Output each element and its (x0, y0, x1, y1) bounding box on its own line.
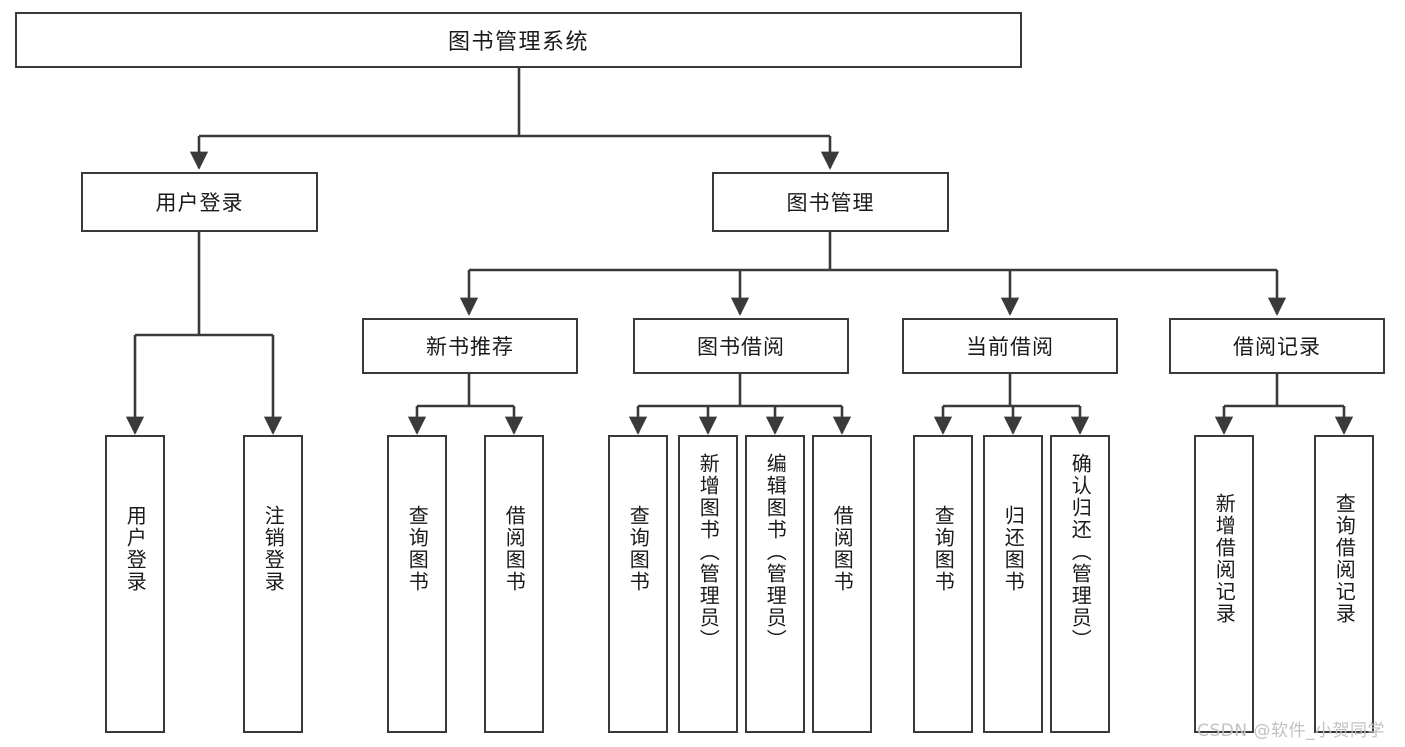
node-label: 新书推荐 (426, 335, 514, 359)
leaf-return-book[interactable]: 归还图书 (983, 435, 1043, 733)
node-label: 借阅记录 (1233, 335, 1321, 359)
leaf-edit-book[interactable]: 编辑图书（管理员） (745, 435, 805, 733)
node-label: 当前借阅 (966, 335, 1054, 359)
leaf-add-borrow-record[interactable]: 新增借阅记录 (1194, 435, 1254, 733)
node-label: 借阅图书 (830, 505, 855, 593)
node-label: 借阅图书 (502, 505, 527, 593)
leaf-query-book-recommend[interactable]: 查询图书 (387, 435, 447, 733)
leaf-user-login[interactable]: 用户登录 (105, 435, 165, 733)
node-book-borrow[interactable]: 图书借阅 (633, 318, 849, 374)
leaf-borrow-book[interactable]: 借阅图书 (812, 435, 872, 733)
node-label: 查询图书 (626, 505, 651, 593)
node-label: 新增图书（管理员） (696, 453, 721, 651)
node-label: 查询借阅记录 (1332, 493, 1357, 625)
leaf-query-borrow-record[interactable]: 查询借阅记录 (1314, 435, 1374, 733)
node-user-login[interactable]: 用户登录 (81, 172, 318, 232)
node-label: 确认归还（管理员） (1068, 453, 1093, 651)
leaf-confirm-return[interactable]: 确认归还（管理员） (1050, 435, 1110, 733)
node-root-system[interactable]: 图书管理系统 (15, 12, 1022, 68)
node-label: 图书借阅 (697, 335, 785, 359)
node-label: 查询图书 (405, 505, 430, 593)
node-current-borrow[interactable]: 当前借阅 (902, 318, 1118, 374)
node-label: 编辑图书（管理员） (763, 453, 788, 651)
leaf-logout[interactable]: 注销登录 (243, 435, 303, 733)
node-label: 用户登录 (155, 191, 244, 215)
csdn-watermark: CSDN @软件_小贺同学 (1197, 721, 1385, 741)
node-label: 图书管理 (786, 191, 875, 215)
leaf-borrow-book-recommend[interactable]: 借阅图书 (484, 435, 544, 733)
node-label: 注销登录 (261, 505, 286, 593)
leaf-add-book[interactable]: 新增图书（管理员） (678, 435, 738, 733)
node-label: 图书管理系统 (447, 30, 589, 55)
leaf-query-book-borrow[interactable]: 查询图书 (608, 435, 668, 733)
node-label: 归还图书 (1001, 505, 1026, 593)
node-label: 查询图书 (931, 505, 956, 593)
leaf-query-book-current[interactable]: 查询图书 (913, 435, 973, 733)
node-book-manage[interactable]: 图书管理 (712, 172, 949, 232)
node-new-book-recommend[interactable]: 新书推荐 (362, 318, 578, 374)
node-label: 新增借阅记录 (1212, 493, 1237, 625)
node-label: 用户登录 (123, 505, 148, 593)
node-borrow-record[interactable]: 借阅记录 (1169, 318, 1385, 374)
